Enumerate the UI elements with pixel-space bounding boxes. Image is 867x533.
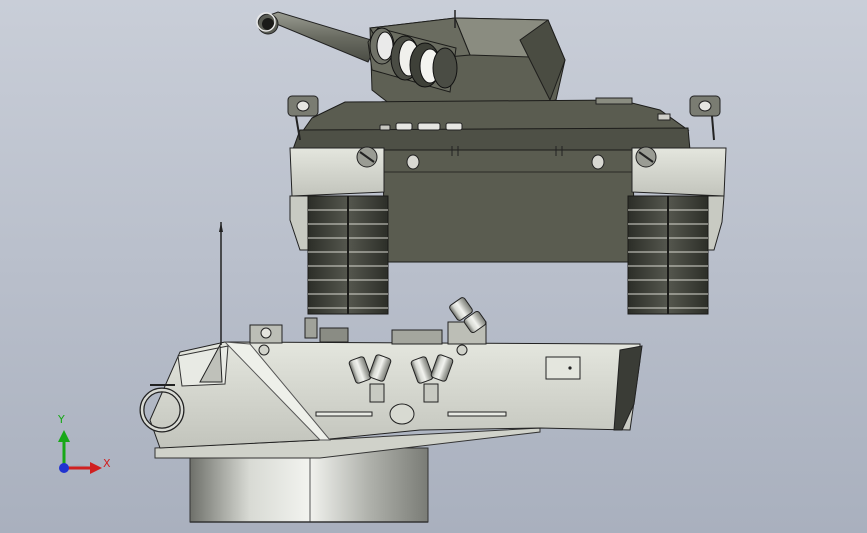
right-track	[627, 195, 709, 315]
triad-x-arrowhead	[90, 462, 102, 474]
tank-front-view[interactable]	[256, 10, 727, 315]
front-lights	[287, 95, 721, 141]
flag-emblem	[545, 356, 581, 380]
smoke-launcher-right	[410, 354, 454, 403]
triad-y-label: Y	[58, 413, 65, 426]
orientation-triad	[58, 430, 102, 474]
front-glacis	[381, 146, 637, 263]
smoke-launcher-left	[348, 354, 392, 403]
triad-x-label: X	[103, 457, 111, 470]
turret-roof-equipment	[249, 297, 487, 356]
triad-z-axis	[59, 463, 69, 473]
gun-mantlet	[367, 27, 458, 93]
side-rails	[315, 403, 507, 425]
gun-barrel	[256, 11, 379, 63]
triad-y-arrowhead	[58, 430, 70, 442]
antenna	[199, 222, 223, 383]
side-skirts	[289, 146, 727, 251]
turret-side-view[interactable]	[139, 222, 643, 523]
turret-body	[139, 341, 643, 449]
turret-ring	[189, 447, 429, 523]
left-track	[307, 195, 389, 315]
upper-hull	[291, 97, 691, 153]
